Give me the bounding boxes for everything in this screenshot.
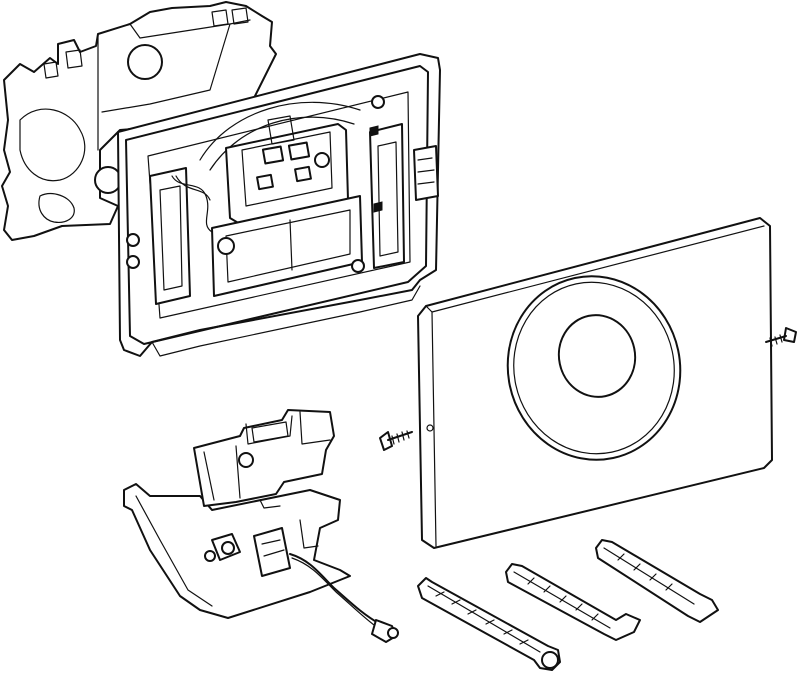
cover-plate (417, 217, 773, 549)
screw-left (379, 430, 413, 451)
rod-1 (417, 577, 561, 671)
rod-2 (505, 563, 641, 641)
support-frame (117, 53, 441, 357)
rod-3 (595, 539, 719, 623)
mounting-plate (1, 1, 277, 241)
control-unit (123, 409, 399, 643)
screw-right (765, 327, 797, 347)
actuator-rods (417, 539, 719, 671)
